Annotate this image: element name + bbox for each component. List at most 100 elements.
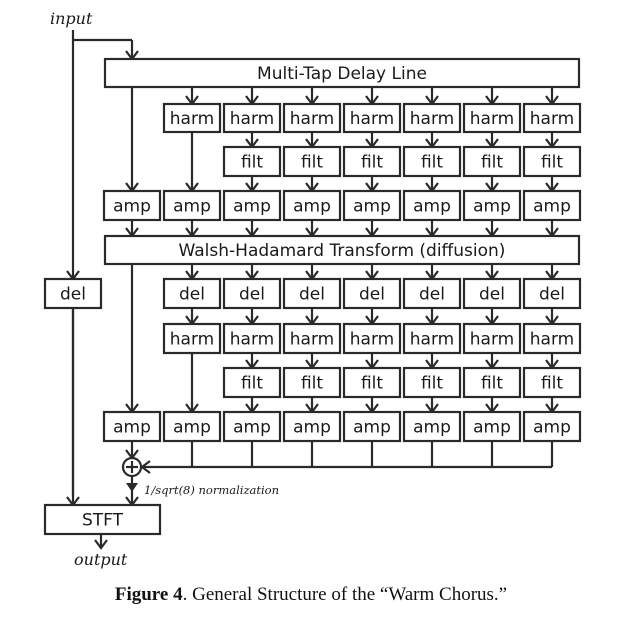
amp-block-frame <box>222 189 282 222</box>
harm-block-label: harm <box>530 330 574 350</box>
stft-block: STFT <box>43 503 162 536</box>
amp-block-frame <box>102 189 162 222</box>
harm-block-frame <box>522 102 582 134</box>
amp-block-frame <box>462 189 522 222</box>
del-block: del <box>162 277 222 310</box>
multitap-delay-line: Multi-Tap Delay Line <box>103 57 581 89</box>
amp-block-frame <box>342 410 402 443</box>
harm-block-frame <box>402 102 462 134</box>
amp-block-frame <box>162 189 222 222</box>
amp-block-label: amp <box>173 197 211 217</box>
hadamard-transform-frame <box>103 234 581 266</box>
amp-block-label: amp <box>293 197 331 217</box>
harm-block: harm <box>282 322 342 355</box>
amp-block-frame <box>522 189 582 222</box>
amp-block: amp <box>282 410 342 443</box>
harm-block-frame <box>342 322 402 355</box>
stft-block-label: STFT <box>82 511 124 531</box>
output-label: output <box>74 550 128 569</box>
amp-block-frame <box>282 410 342 443</box>
filt-block-frame <box>282 145 342 178</box>
harm-block-label: harm <box>350 330 394 350</box>
filt-block-label: filt <box>421 153 443 173</box>
summing-junction-icon <box>121 456 143 478</box>
filt-block: filt <box>342 366 402 399</box>
del-block-label: del <box>539 285 565 305</box>
harm-block-label: harm <box>170 330 214 350</box>
stft-block-frame <box>43 503 162 536</box>
caption-prefix: Figure 4 <box>114 584 183 605</box>
harm-block-frame <box>462 102 522 134</box>
amp-block-frame <box>102 410 162 443</box>
harm-block: harm <box>342 102 402 134</box>
harm-block: harm <box>522 322 582 355</box>
harm-block-frame <box>222 322 282 355</box>
multitap-delay-line-frame <box>103 57 581 89</box>
amp-block-label: amp <box>533 197 571 217</box>
harm-block-frame <box>162 102 222 134</box>
filt-block: filt <box>282 145 342 178</box>
harm-block-frame <box>282 322 342 355</box>
figure-caption: Figure 4. General Structure of the “Warm… <box>0 584 622 606</box>
harm-block-label: harm <box>350 109 394 129</box>
amp-block-frame <box>522 410 582 443</box>
del-block: del <box>522 277 582 310</box>
harm-block: harm <box>462 102 522 134</box>
del-block-frame <box>462 277 522 310</box>
del-block: del <box>402 277 462 310</box>
amp-block-label: amp <box>293 418 331 438</box>
harm-block-label: harm <box>410 330 454 350</box>
filt-block-label: filt <box>421 374 443 394</box>
bypass-delay-block: del <box>43 277 103 310</box>
amp-block-label: amp <box>113 418 151 438</box>
del-block-label: del <box>179 285 205 305</box>
filt-block-label: filt <box>241 374 263 394</box>
normalization-label: 1/sqrt(8) normalization <box>144 483 279 497</box>
harm-block-label: harm <box>290 109 334 129</box>
hadamard-transform-label: Walsh-Hadamard Transform (diffusion) <box>179 241 506 261</box>
filt-block: filt <box>222 366 282 399</box>
harm-block-frame <box>162 322 222 355</box>
amp-block-label: amp <box>113 197 151 217</box>
amp-block-label: amp <box>353 197 391 217</box>
amp-block: amp <box>462 410 522 443</box>
filt-block-label: filt <box>481 153 503 173</box>
amp-block: amp <box>282 189 342 222</box>
filt-block: filt <box>522 366 582 399</box>
filt-block-label: filt <box>541 374 563 394</box>
amp-block-frame <box>342 189 402 222</box>
del-block-label: del <box>299 285 325 305</box>
amp-block-frame <box>402 410 462 443</box>
harm-block: harm <box>222 102 282 134</box>
filt-block-frame <box>462 366 522 399</box>
amp-block-label: amp <box>473 418 511 438</box>
harm-block-label: harm <box>170 109 214 129</box>
amp-block-label: amp <box>233 418 271 438</box>
filt-block-frame <box>282 366 342 399</box>
harm-block-frame <box>402 322 462 355</box>
amp-block-label: amp <box>413 418 451 438</box>
harm-block: harm <box>162 322 222 355</box>
caption-text: . General Structure of the “Warm Chorus.… <box>182 584 508 605</box>
amp-block-label: amp <box>473 197 511 217</box>
amp-block-label: amp <box>533 418 571 438</box>
filt-block-frame <box>462 145 522 178</box>
amp-block: amp <box>402 410 462 443</box>
del-block-frame <box>522 277 582 310</box>
amp-block-frame <box>462 410 522 443</box>
bypass-delay-block-frame <box>43 277 103 310</box>
filt-block-frame <box>522 366 582 399</box>
amp-block-frame <box>162 410 222 443</box>
filt-block-frame <box>522 145 582 178</box>
amp-block: amp <box>162 189 222 222</box>
bypass-delay-block-label: del <box>60 285 86 305</box>
harm-block-label: harm <box>230 109 274 129</box>
amp-block: amp <box>522 410 582 443</box>
amp-block-label: amp <box>173 418 211 438</box>
filt-block: filt <box>462 366 522 399</box>
del-block-label: del <box>239 285 265 305</box>
harm-block: harm <box>522 102 582 134</box>
harm-block: harm <box>342 322 402 355</box>
harm-block: harm <box>162 102 222 134</box>
